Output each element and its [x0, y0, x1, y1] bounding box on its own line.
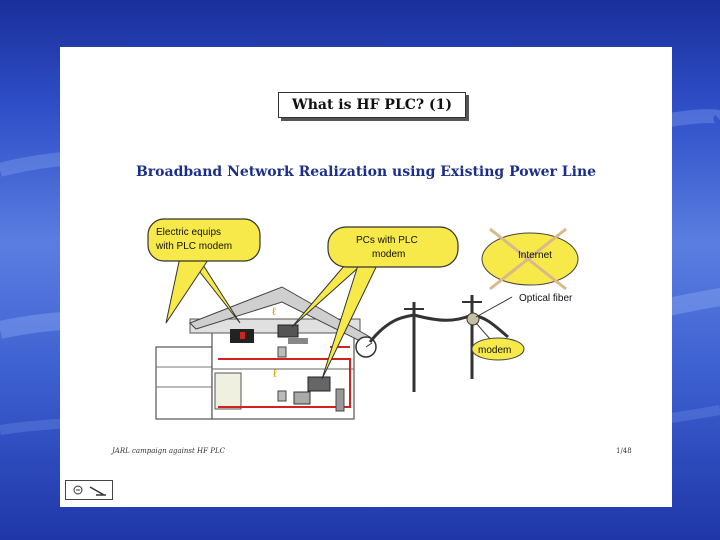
navigation-controls[interactable]	[65, 480, 113, 500]
optical-fiber-pointer	[475, 296, 513, 318]
plc-diagram: Internet Optical fiber modem Electric eq…	[147, 218, 579, 420]
modem-label: modem	[478, 345, 511, 356]
coil-marker-lower: ℓ	[273, 368, 277, 380]
internet-cloud: Internet	[481, 227, 579, 291]
callout-left-line2: with PLC modem	[155, 241, 232, 252]
coil-marker-upper: ℓ	[272, 306, 276, 318]
footer-left: JARL campaign against HF PLC	[112, 447, 225, 455]
slide-title: What is HF PLC? (1)	[278, 92, 466, 118]
navigation-icons	[73, 485, 106, 496]
callout-right-line1: PCs with PLC	[356, 235, 418, 246]
callout-pcs: PCs with PLC modem	[291, 226, 459, 380]
internet-label: Internet	[518, 250, 552, 261]
callout-right-line2: modem	[372, 249, 405, 260]
optical-fiber-label: Optical fiber	[519, 293, 573, 304]
fiber-node	[466, 312, 480, 326]
page-number: 1/48	[616, 447, 632, 455]
utility-poles	[368, 295, 509, 392]
appliance-tv	[230, 329, 254, 343]
callout-left-line1: Electric equips	[156, 227, 221, 238]
slide-subtitle: Broadband Network Realization using Exis…	[135, 164, 597, 180]
distribution-box	[335, 388, 345, 412]
slide: What is HF PLC? (1) Broadband Network Re…	[60, 47, 672, 507]
outlet-upper	[277, 346, 287, 358]
pc-upper	[277, 324, 308, 344]
outlet-lower	[277, 390, 287, 402]
callout-electric-equips: Electric equips with PLC modem	[147, 218, 261, 324]
pc-lower	[293, 376, 331, 405]
modem-bubble: modem	[471, 322, 525, 361]
house	[155, 286, 372, 420]
